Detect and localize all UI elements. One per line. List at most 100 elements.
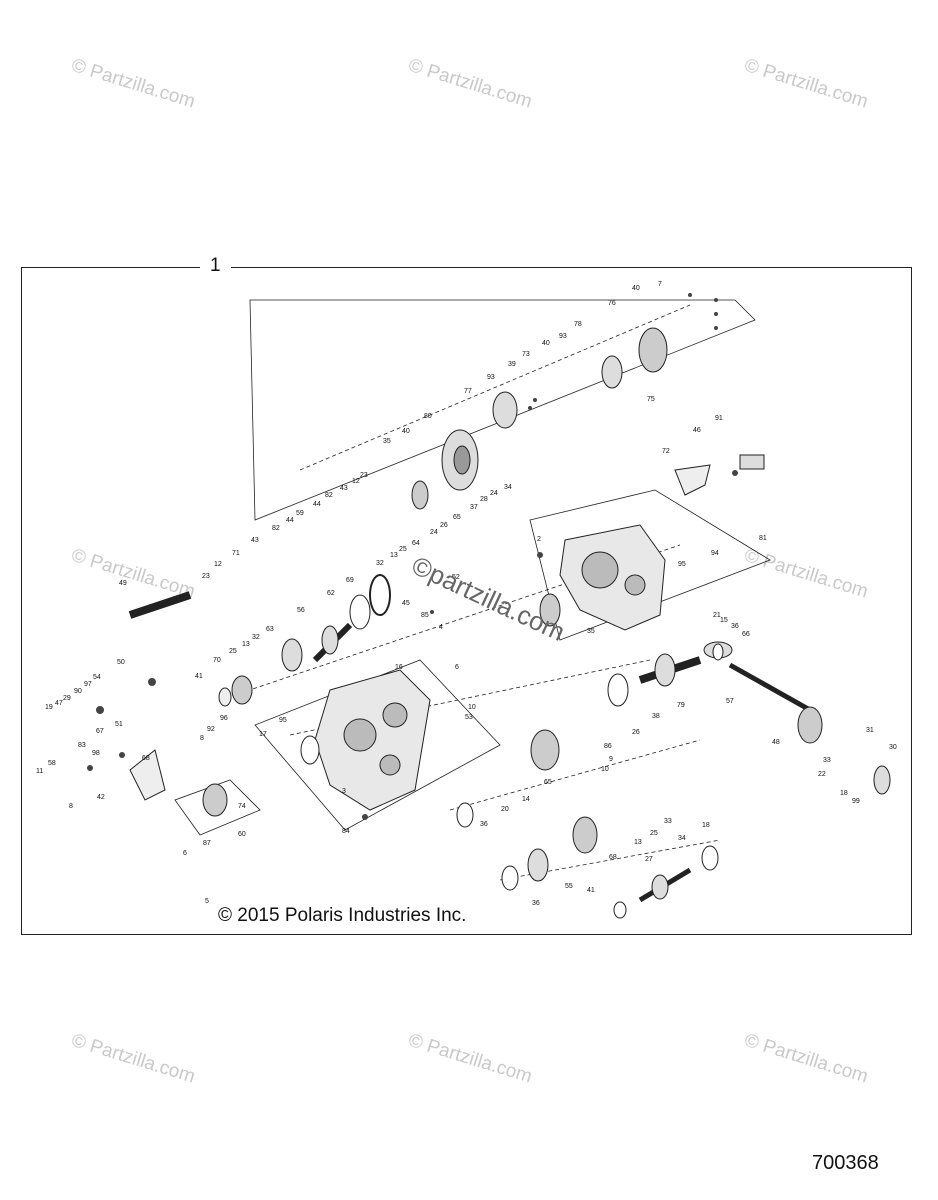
svg-text:72: 72 (662, 448, 670, 455)
svg-text:66: 66 (742, 631, 750, 638)
svg-text:91: 91 (715, 415, 723, 422)
svg-text:65: 65 (453, 514, 461, 521)
svg-text:14: 14 (522, 796, 530, 803)
svg-text:75: 75 (647, 396, 655, 403)
svg-text:6: 6 (183, 850, 187, 857)
svg-text:73: 73 (522, 351, 530, 358)
svg-text:19: 19 (45, 704, 53, 711)
case-half (559, 524, 666, 631)
svg-text:12: 12 (214, 561, 222, 568)
svg-text:83: 83 (78, 742, 86, 749)
svg-text:16: 16 (395, 664, 403, 671)
svg-text:99: 99 (852, 798, 860, 805)
svg-text:15: 15 (720, 617, 728, 624)
svg-text:13: 13 (242, 641, 250, 648)
svg-text:13: 13 (390, 552, 398, 559)
ring-gear (441, 429, 479, 491)
svg-text:52: 52 (452, 574, 460, 581)
svg-text:53: 53 (465, 714, 473, 721)
svg-text:39: 39 (508, 361, 516, 368)
svg-text:40: 40 (632, 285, 640, 292)
svg-text:25: 25 (399, 546, 407, 553)
svg-text:26: 26 (440, 522, 448, 529)
svg-text:56: 56 (297, 607, 305, 614)
shaft-group-outline (249, 299, 756, 521)
copyright-notice: © 2015 Polaris Industries Inc. (218, 905, 467, 926)
svg-text:43: 43 (340, 485, 348, 492)
svg-text:97: 97 (84, 681, 92, 688)
svg-text:86: 86 (604, 743, 612, 750)
svg-text:35: 35 (383, 438, 391, 445)
svg-text:43: 43 (251, 537, 259, 544)
svg-text:68: 68 (142, 755, 150, 762)
svg-text:94: 94 (711, 550, 719, 557)
svg-text:82: 82 (325, 492, 333, 499)
svg-text:49: 49 (119, 580, 127, 587)
svg-text:10: 10 (468, 704, 476, 711)
svg-text:90: 90 (74, 688, 82, 695)
svg-text:28: 28 (480, 496, 488, 503)
svg-text:54: 54 (93, 674, 101, 681)
svg-text:81: 81 (759, 535, 767, 542)
svg-text:24: 24 (490, 490, 498, 497)
svg-text:13: 13 (634, 839, 642, 846)
svg-text:23: 23 (202, 573, 210, 580)
svg-text:9: 9 (609, 756, 613, 763)
svg-text:55: 55 (565, 883, 573, 890)
svg-text:47: 47 (55, 700, 63, 707)
svg-text:32: 32 (376, 560, 384, 567)
svg-text:26: 26 (632, 729, 640, 736)
svg-text:93: 93 (487, 374, 495, 381)
svg-text:3: 3 (342, 788, 346, 795)
svg-text:78: 78 (574, 321, 582, 328)
svg-text:23: 23 (360, 472, 368, 479)
svg-text:63: 63 (266, 626, 274, 633)
svg-text:45: 45 (402, 600, 410, 607)
svg-text:36: 36 (731, 623, 739, 630)
svg-text:42: 42 (97, 794, 105, 801)
svg-text:17: 17 (259, 731, 267, 738)
transmission-case (314, 669, 431, 811)
svg-text:21: 21 (713, 612, 721, 619)
svg-text:4: 4 (439, 624, 443, 631)
svg-text:22: 22 (818, 771, 826, 778)
svg-text:18: 18 (702, 822, 710, 829)
svg-text:6: 6 (455, 664, 459, 671)
svg-text:79: 79 (677, 702, 685, 709)
svg-text:30: 30 (889, 744, 897, 751)
svg-text:11: 11 (36, 768, 43, 775)
svg-text:41: 41 (195, 673, 203, 680)
svg-text:24: 24 (430, 529, 438, 536)
svg-text:95: 95 (279, 717, 287, 724)
svg-text:57: 57 (726, 698, 734, 705)
svg-text:67: 67 (96, 728, 104, 735)
svg-text:12: 12 (352, 478, 360, 485)
svg-text:80: 80 (424, 413, 432, 420)
svg-text:20: 20 (501, 806, 509, 813)
svg-text:5: 5 (205, 898, 209, 905)
document-number: 700368 (812, 1152, 879, 1174)
svg-text:36: 36 (480, 821, 488, 828)
svg-text:38: 38 (652, 713, 660, 720)
svg-text:32: 32 (252, 634, 260, 641)
svg-text:95: 95 (678, 561, 686, 568)
assembly-frame (21, 267, 912, 935)
svg-text:7: 7 (658, 281, 662, 288)
svg-text:8: 8 (69, 803, 73, 810)
svg-text:62: 62 (327, 590, 335, 597)
svg-text:92: 92 (207, 726, 215, 733)
svg-text:41: 41 (587, 887, 595, 894)
svg-text:59: 59 (296, 510, 304, 517)
svg-text:51: 51 (115, 721, 123, 728)
svg-text:48: 48 (772, 739, 780, 746)
svg-text:33: 33 (664, 818, 672, 825)
svg-text:70: 70 (213, 657, 221, 664)
svg-text:25: 25 (229, 648, 237, 655)
svg-text:85: 85 (421, 612, 429, 619)
svg-text:50: 50 (117, 659, 125, 666)
svg-text:31: 31 (866, 727, 874, 734)
svg-text:44: 44 (313, 501, 321, 508)
svg-text:2: 2 (537, 536, 541, 543)
svg-text:37: 37 (470, 504, 478, 511)
